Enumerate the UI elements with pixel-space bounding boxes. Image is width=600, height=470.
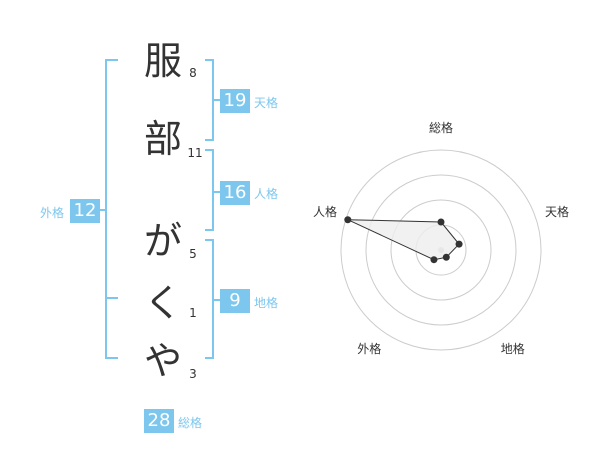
radar-point [430,256,438,264]
tenkaku-value: 19 [220,89,250,113]
stroke-count-5: 3 [189,367,197,381]
radar-axis-label: 天格 [545,205,570,220]
radar-axis-label: 総格 [428,121,453,135]
soukaku-value: 28 [144,409,174,433]
name-char-2: 部 [143,117,182,161]
radar-ring [340,149,542,351]
radar-ring [365,174,517,326]
name-char-5: や [143,339,182,383]
stroke-count-1: 8 [189,66,197,80]
radar-point [344,216,352,224]
chikaku-value: 9 [220,289,250,313]
jinkaku-label: 人格 [254,187,279,201]
radar-data-area [347,219,460,261]
soukaku-label: 総格 [178,416,203,430]
name-char-4: く [143,281,182,325]
radar-point [442,253,450,261]
name-char-1: 服 [143,39,182,83]
name-char-3: が [143,219,182,263]
gaikaku-value: 12 [70,199,100,223]
radar-point [455,240,463,248]
tenkaku-label: 天格 [254,96,279,110]
stroke-count-4: 1 [189,306,197,320]
radar-axis-label: 地格 [500,341,525,356]
radar-axis-label: 人格 [312,205,337,220]
radar-point [437,218,445,226]
radar-ring [390,199,492,301]
jinkaku-bracket [205,149,214,231]
chikaku-label: 地格 [254,296,279,310]
gaikaku-label: 外格 [40,206,65,220]
jinkaku-value: 16 [220,181,250,205]
radar-axis-label: 外格 [357,341,382,356]
stroke-count-3: 5 [189,247,197,261]
stroke-count-2: 11 [187,146,203,160]
